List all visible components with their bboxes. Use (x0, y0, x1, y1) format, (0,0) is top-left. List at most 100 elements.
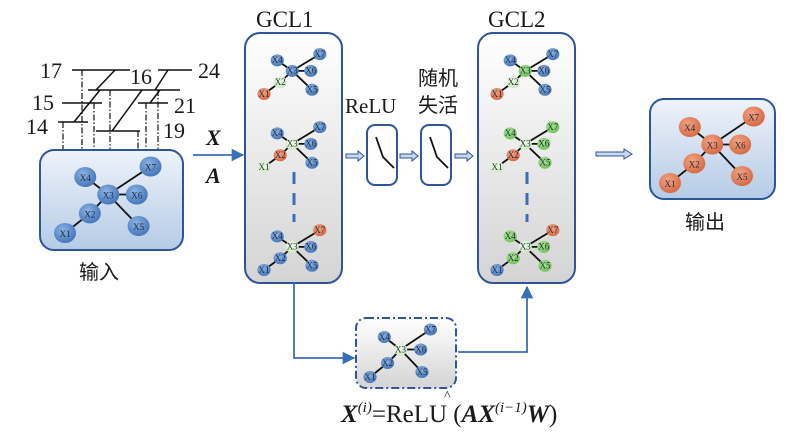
node-x5 (305, 156, 319, 169)
gcl2-title: GCL2 (488, 7, 546, 32)
node-x1 (363, 371, 377, 383)
node-x7 (546, 224, 560, 237)
node-label-x4: X4 (272, 128, 283, 138)
tree-label-21: 21 (174, 93, 196, 118)
node-label-x1: X1 (665, 179, 676, 189)
output-label: 输出 (685, 210, 725, 234)
node-x5 (731, 166, 753, 186)
node-label-x6: X6 (305, 66, 316, 76)
node-label-x5: X5 (307, 158, 318, 168)
node-label-x3: X3 (287, 66, 298, 76)
node-x1 (490, 161, 504, 173)
node-label-x3: X3 (103, 191, 114, 201)
dropout-label-line1: 随机 (418, 66, 458, 90)
node-label-x4: X4 (505, 55, 516, 65)
node-label-x3: X3 (520, 242, 531, 252)
formula-a-hat: A (460, 401, 479, 428)
node-label-x6: X6 (538, 242, 549, 252)
node-label-x2: X2 (275, 77, 286, 87)
node-x2 (506, 76, 520, 89)
node-label-x1: X1 (259, 265, 270, 275)
node-label-x3: X3 (287, 139, 298, 149)
node-label-x1: X1 (259, 89, 270, 99)
node-label-x6: X6 (305, 139, 316, 149)
node-label-x6: X6 (538, 139, 549, 149)
node-x4 (503, 127, 517, 140)
node-x5 (538, 259, 552, 272)
formula-text: X(i)=ReLU (AX(i−1)W) (340, 400, 557, 428)
node-x2 (506, 252, 520, 265)
node-x7 (546, 48, 560, 61)
node-x5 (538, 83, 552, 96)
formula-x: X (477, 401, 496, 428)
node-x2 (273, 149, 287, 162)
node-label-x3: X3 (287, 242, 298, 252)
dropout-label-line2: 失活 (418, 93, 458, 117)
node-x7 (313, 48, 327, 61)
node-x2 (380, 357, 395, 369)
node-x7 (742, 106, 765, 127)
tree-label-17: 17 (40, 58, 62, 83)
node-x2 (506, 149, 520, 162)
node-label-x7: X7 (145, 163, 156, 173)
node-x3 (518, 64, 532, 77)
node-label-x7: X7 (314, 225, 325, 235)
node-label-x2: X2 (84, 210, 95, 220)
node-label-x6: X6 (735, 141, 746, 151)
node-label-x7: X7 (547, 49, 558, 59)
node-label-x5: X5 (417, 367, 428, 377)
node-x5 (305, 259, 319, 272)
node-label-x7: X7 (547, 122, 558, 132)
tree-label-16: 16 (130, 64, 152, 89)
node-x1 (490, 264, 504, 276)
gcl1-layer: GCL1 X1X2X3X4X5X6X7X1X2X3X4X5X6X7X1X2X3X… (244, 7, 343, 284)
input-arrow: X A (193, 125, 245, 188)
node-x4 (503, 54, 517, 67)
node-label-x3: X3 (707, 141, 718, 151)
node-x6 (537, 240, 551, 253)
node-label-x2: X2 (508, 253, 519, 263)
node-label-x6: X6 (415, 344, 426, 354)
node-label-x5: X5 (540, 85, 551, 95)
activation-block: ReLU 随机 失活 (345, 66, 474, 186)
node-label-x3: X3 (520, 66, 531, 76)
formula-hat-accent: ^ (444, 389, 451, 404)
node-x1 (490, 88, 504, 100)
node-x3 (518, 240, 532, 253)
formula-close: ) (549, 401, 557, 428)
node-label-x4: X4 (505, 231, 516, 241)
node-label-x3: X3 (395, 344, 406, 354)
node-label-x4: X4 (80, 173, 91, 183)
node-x2 (683, 153, 706, 174)
node-x7 (313, 224, 327, 237)
node-label-x5: X5 (737, 172, 748, 182)
double-arrow-2 (399, 149, 419, 163)
relu-label: ReLU (345, 94, 396, 118)
formula-lhs-sup: (i) (358, 400, 372, 416)
node-x5 (127, 216, 150, 236)
tree-label-15: 15 (32, 90, 54, 115)
node-label-x1: X1 (492, 162, 503, 172)
input-section: 17 16 24 15 21 14 19 (26, 58, 220, 284)
node-x2 (273, 76, 287, 89)
node-label-x1: X1 (60, 229, 71, 239)
node-label-x2: X2 (275, 150, 286, 160)
tree-label-19: 19 (163, 118, 185, 143)
node-label-x6: X6 (305, 242, 316, 252)
arrow-label-x: X (205, 125, 222, 150)
node-label-x2: X2 (382, 358, 393, 368)
node-x4 (678, 117, 701, 137)
node-x4 (377, 331, 391, 343)
node-x7 (546, 121, 560, 134)
node-label-x1: X1 (492, 265, 503, 275)
